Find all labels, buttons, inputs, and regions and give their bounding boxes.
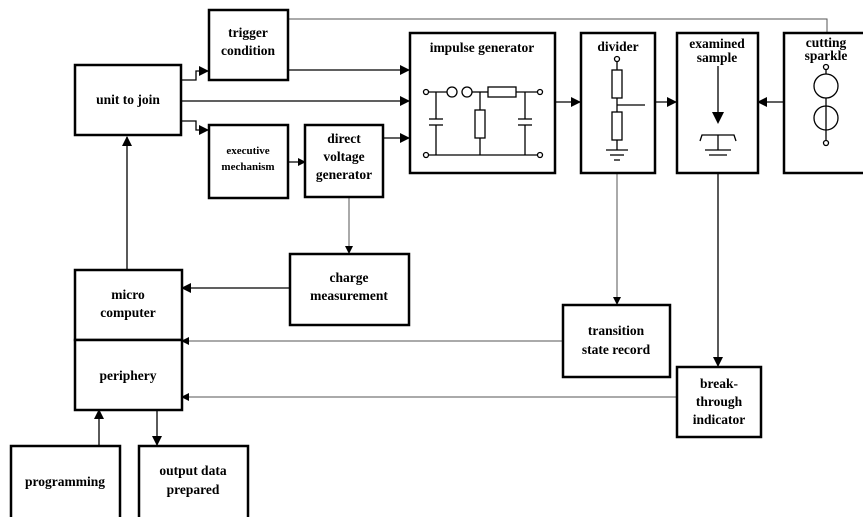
output-data-prepared-line-1: output data: [159, 463, 226, 478]
charge-measurement-block: charge measurement: [288, 252, 411, 327]
unit-to-join-block: unit to join: [73, 63, 183, 137]
impulse-generator-block: impulse generator: [408, 31, 557, 175]
transition-state-record-line-2: state record: [582, 342, 651, 357]
sparkle-to-trigger-line: [288, 18, 828, 32]
unit-to-join-label: unit to join: [96, 92, 160, 107]
micro-computer-block: micro computer: [73, 268, 184, 342]
programming-label: programming: [25, 474, 105, 489]
divider-block: divider: [579, 31, 657, 175]
cutting-sparkle-block: cutting sparkle: [782, 31, 863, 175]
dvg-line-3: generator: [316, 167, 372, 182]
transition-state-record-block: transition state record: [561, 303, 672, 379]
examined-sample-line-2: sample: [697, 50, 738, 65]
executive-mechanism-block: executive mechanism: [207, 123, 290, 200]
programming-block: programming: [9, 444, 122, 517]
break-through-indicator-line-2: through: [696, 394, 743, 409]
impulse-generator-circuit: [422, 86, 544, 159]
trigger-condition-block: trigger condition: [207, 8, 290, 82]
break-through-indicator-line-1: break-: [700, 376, 738, 391]
charge-measurement-line-1: charge: [330, 270, 369, 285]
trigger-condition-line-1: trigger: [228, 25, 268, 40]
output-data-prepared-block: output data prepared: [137, 444, 250, 517]
unit-to-executive-arrow: [181, 120, 209, 135]
executive-mechanism-line-1: executive: [226, 145, 269, 157]
dvg-line-1: direct: [327, 131, 361, 146]
examined-sample-line-1: examined: [689, 36, 745, 51]
cutting-sparkle-line-1: cutting: [806, 35, 847, 50]
divider-label: divider: [597, 39, 638, 54]
unit-to-trigger-arrow: [181, 66, 209, 81]
periphery-block: periphery: [73, 338, 184, 412]
break-through-indicator-line-3: indicator: [693, 412, 746, 427]
trigger-condition-line-2: condition: [221, 43, 276, 58]
impulse-generator-label: impulse generator: [430, 40, 535, 55]
executive-mechanism-line-2: mechanism: [221, 161, 274, 173]
micro-computer-line-2: computer: [100, 305, 155, 320]
direct-voltage-generator-block: direct voltage generator: [303, 123, 385, 199]
charge-measurement-line-2: measurement: [310, 288, 388, 303]
transition-state-record-line-1: transition: [588, 323, 645, 338]
cutting-sparkle-line-2: sparkle: [805, 48, 848, 63]
sample-electrode: [699, 66, 737, 156]
output-data-prepared-line-2: prepared: [167, 482, 220, 497]
dvg-line-2: voltage: [323, 149, 364, 164]
periphery-label: periphery: [100, 368, 157, 383]
break-through-indicator-block: break- through indicator: [675, 365, 763, 439]
sparkle-gap-electrodes: [813, 63, 839, 147]
divider-circuit: [606, 55, 645, 161]
connections: [94, 18, 828, 446]
micro-computer-line-1: micro: [111, 287, 145, 302]
examined-sample-block: examined sample: [675, 31, 760, 175]
